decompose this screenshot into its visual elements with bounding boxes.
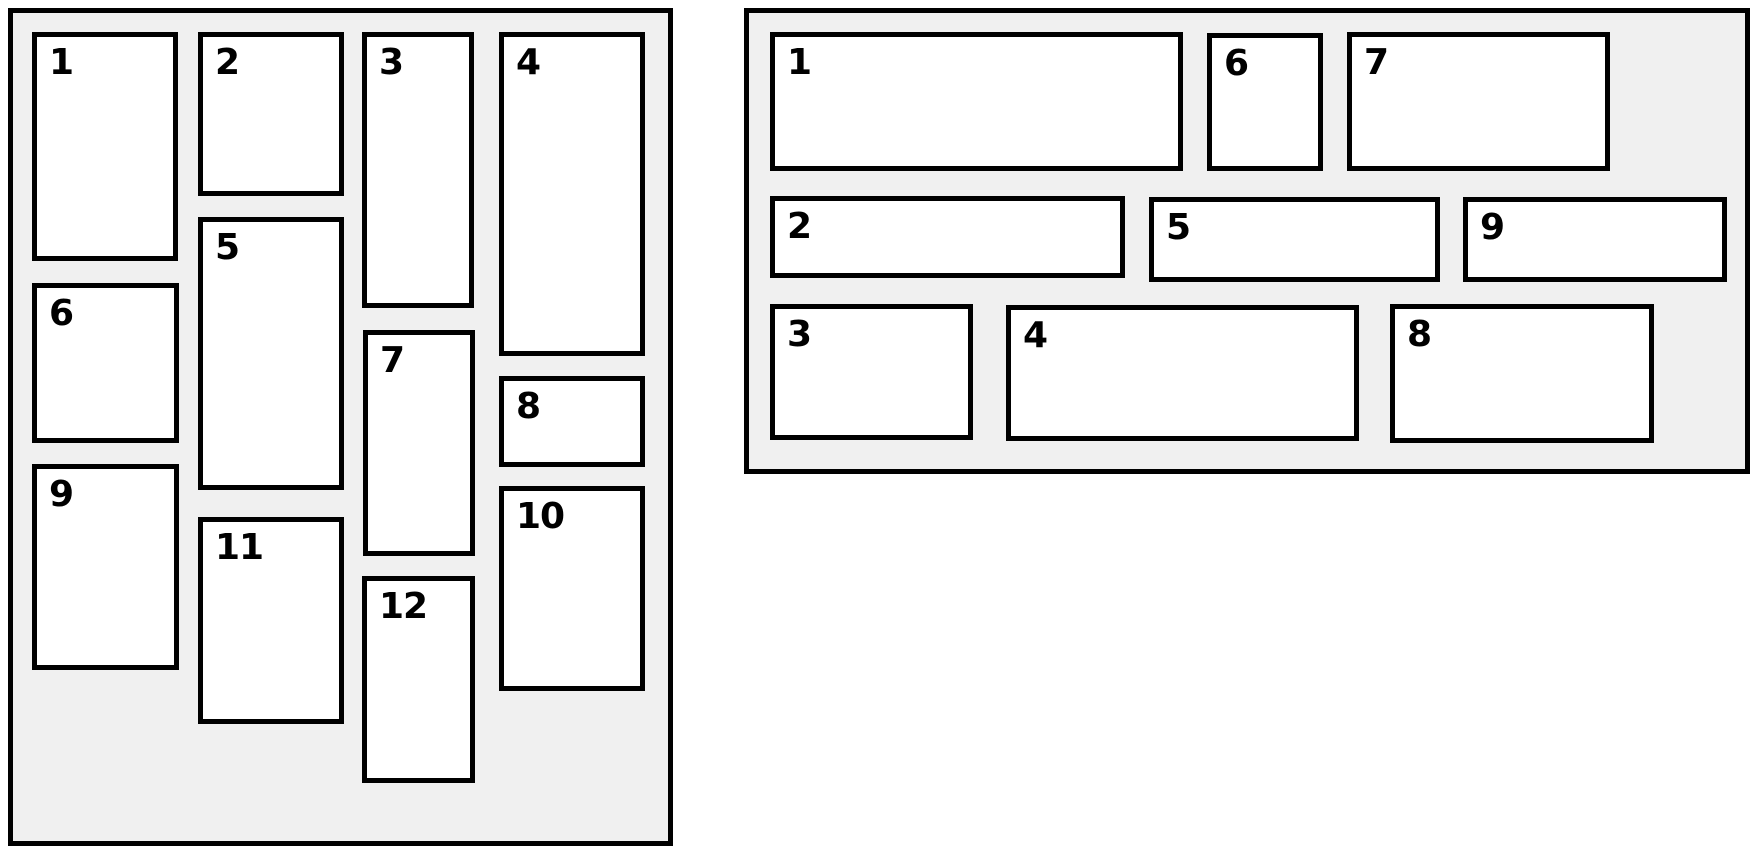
right-masonry-item-3: 3 bbox=[770, 304, 973, 440]
left-masonry-item-2: 2 bbox=[198, 32, 344, 196]
item-label: 4 bbox=[516, 42, 541, 83]
item-label: 9 bbox=[49, 474, 74, 515]
item-label: 1 bbox=[787, 42, 812, 83]
left-masonry-item-1: 1 bbox=[32, 32, 178, 261]
item-label: 9 bbox=[1480, 207, 1505, 248]
item-label: 8 bbox=[1407, 314, 1432, 355]
right-masonry-item-5: 5 bbox=[1149, 197, 1440, 282]
item-label: 6 bbox=[49, 293, 74, 334]
right-masonry-item-9: 9 bbox=[1463, 197, 1727, 282]
item-label: 2 bbox=[787, 206, 812, 247]
item-label: 7 bbox=[1364, 42, 1389, 83]
item-label: 3 bbox=[787, 314, 812, 355]
item-label: 4 bbox=[1023, 315, 1048, 356]
left-masonry-item-9: 9 bbox=[32, 464, 179, 670]
item-label: 5 bbox=[1166, 207, 1191, 248]
left-masonry-item-4: 4 bbox=[499, 32, 645, 356]
right-masonry-item-8: 8 bbox=[1390, 304, 1654, 443]
left-masonry-item-8: 8 bbox=[499, 376, 645, 467]
right-masonry-item-4: 4 bbox=[1006, 305, 1359, 441]
right-masonry-item-6: 6 bbox=[1207, 33, 1323, 171]
item-label: 5 bbox=[215, 227, 240, 268]
right-masonry-item-1: 1 bbox=[770, 32, 1183, 171]
item-label: 7 bbox=[380, 340, 405, 381]
item-label: 1 bbox=[49, 42, 74, 83]
right-masonry-panel: 1 2 3 4 5 6 7 8 9 bbox=[744, 8, 1750, 474]
right-masonry-item-7: 7 bbox=[1347, 32, 1610, 171]
left-masonry-item-5: 5 bbox=[198, 217, 344, 490]
left-masonry-item-6: 6 bbox=[32, 283, 179, 443]
item-label: 2 bbox=[215, 42, 240, 83]
left-masonry-item-11: 11 bbox=[198, 517, 344, 724]
left-masonry-item-7: 7 bbox=[363, 330, 475, 556]
item-label: 11 bbox=[215, 527, 264, 568]
item-label: 12 bbox=[379, 586, 428, 627]
left-masonry-panel: 1 2 3 4 5 6 7 8 9 10 11 12 bbox=[8, 8, 673, 846]
item-label: 8 bbox=[516, 386, 541, 427]
item-label: 6 bbox=[1224, 43, 1249, 84]
left-masonry-item-3: 3 bbox=[362, 32, 474, 308]
item-label: 3 bbox=[379, 42, 404, 83]
left-masonry-item-12: 12 bbox=[362, 576, 475, 783]
item-label: 10 bbox=[516, 496, 565, 537]
left-masonry-item-10: 10 bbox=[499, 486, 645, 691]
right-masonry-item-2: 2 bbox=[770, 196, 1125, 278]
